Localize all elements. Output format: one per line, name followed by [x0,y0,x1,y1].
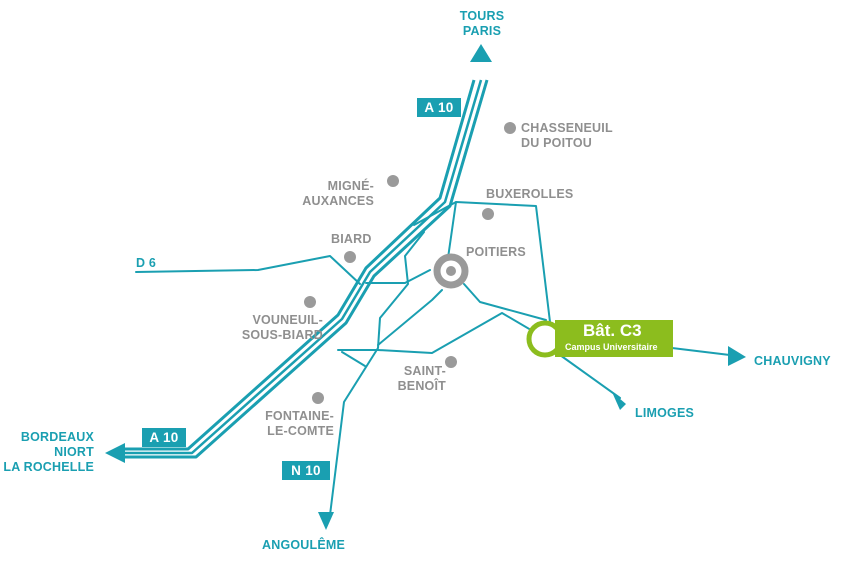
badge-n10: N 10 [282,461,330,480]
road-to-chauvigny [671,347,739,357]
a10-motorway-center-line [123,79,483,455]
local-road-sw [377,289,443,346]
town-dot-migne [387,175,399,187]
arrow-limoges-icon [612,392,626,410]
town-label-biard: BIARD [331,232,372,246]
town-label-poitiers: POITIERS [466,245,526,259]
arrow-west-icon [105,443,125,463]
dest-west: BORDEAUX NIORT LA ROCHELLE [3,430,94,474]
town-label-fontaine: FONTAINE- LE-COMTE [265,409,334,438]
town-label-chasseneuil: CHASSENEUIL DU POITOU [521,121,613,150]
town-label-buxerolles: BUXEROLLES [486,187,574,201]
town-dot-vouneuil [304,296,316,308]
local-road-west [365,269,431,284]
road-to-limoges [559,354,621,399]
town-label-saint-benoit: SAINT- BENOÎT [397,364,446,393]
road-label-d6: D 6 [136,256,157,270]
arrow-chauvigny-icon [728,346,746,366]
dest-chauvigny: CHAUVIGNY [754,354,831,368]
local-road-saint-benoit [341,351,366,367]
campus-label: Bât. C3 Campus Universitaire [555,320,673,357]
town-label-migne: MIGNÉ- AUXANCES [302,179,374,208]
badge-a10-south: A 10 [142,428,186,447]
town-label-vouneuil: VOUNEUIL- SOUS-BIARD [241,313,323,342]
d6-road [135,255,361,285]
road-to-campus [463,283,547,321]
town-dot-buxerolles [482,208,494,220]
arrow-north-icon [470,44,492,62]
local-road-south [377,312,549,354]
town-dot-chasseneuil [504,122,516,134]
campus-title: Bât. C3 [583,321,642,340]
ring-road [413,201,551,323]
campus-subtitle: Campus Universitaire [565,342,658,352]
arrow-south-icon [318,512,334,530]
badge-a10-north: A 10 [417,98,461,117]
dest-limoges: LIMOGES [635,406,695,420]
town-dot-biard [344,251,356,263]
town-dot-saint-benoit [445,356,457,368]
town-dot-fontaine [312,392,324,404]
poitiers-city-icon [433,253,469,289]
dest-north: TOURS PARIS [459,9,505,38]
a10-motorway-west-line [123,79,476,451]
dest-south: ANGOULÊME [262,538,346,552]
n10-road [329,231,425,516]
local-road-north [447,201,457,259]
a10-motorway-east-line [123,79,489,459]
